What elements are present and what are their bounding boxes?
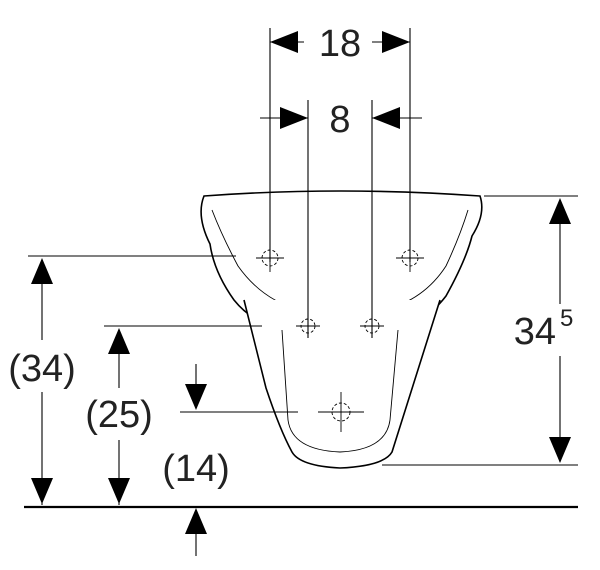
dimension-label-paren-25: (25) bbox=[85, 394, 153, 436]
dimension-label-8: 8 bbox=[329, 99, 350, 141]
connection-markers bbox=[256, 244, 424, 432]
pedestal bbox=[243, 299, 441, 469]
crosshair-marker bbox=[318, 392, 364, 432]
dimension-label-18: 18 bbox=[319, 23, 361, 65]
crosshair-marker bbox=[256, 244, 284, 272]
dimension-label-34: 34 bbox=[514, 311, 556, 353]
dimension-8: 8 bbox=[260, 99, 422, 141]
fixture-outline bbox=[200, 190, 483, 469]
guide-lines bbox=[269, 28, 411, 338]
dimension-18: 18 bbox=[270, 23, 410, 65]
pedestal-inner bbox=[281, 329, 399, 453]
crosshair-marker bbox=[296, 314, 320, 338]
dimension-paren-14: (14) bbox=[162, 364, 298, 556]
crosshair-marker bbox=[360, 314, 384, 338]
dimension-paren-34: (34) bbox=[8, 255, 236, 505]
dimension-label-paren-34: (34) bbox=[8, 348, 76, 390]
dimension-label-paren-14: (14) bbox=[162, 448, 230, 490]
bowl-rim bbox=[200, 190, 483, 332]
dimension-label-34-superscript: 5 bbox=[560, 305, 573, 332]
crosshair-marker bbox=[396, 244, 424, 272]
dimension-34-5: 34 5 bbox=[382, 195, 578, 466]
dimension-paren-25: (25) bbox=[85, 325, 262, 505]
